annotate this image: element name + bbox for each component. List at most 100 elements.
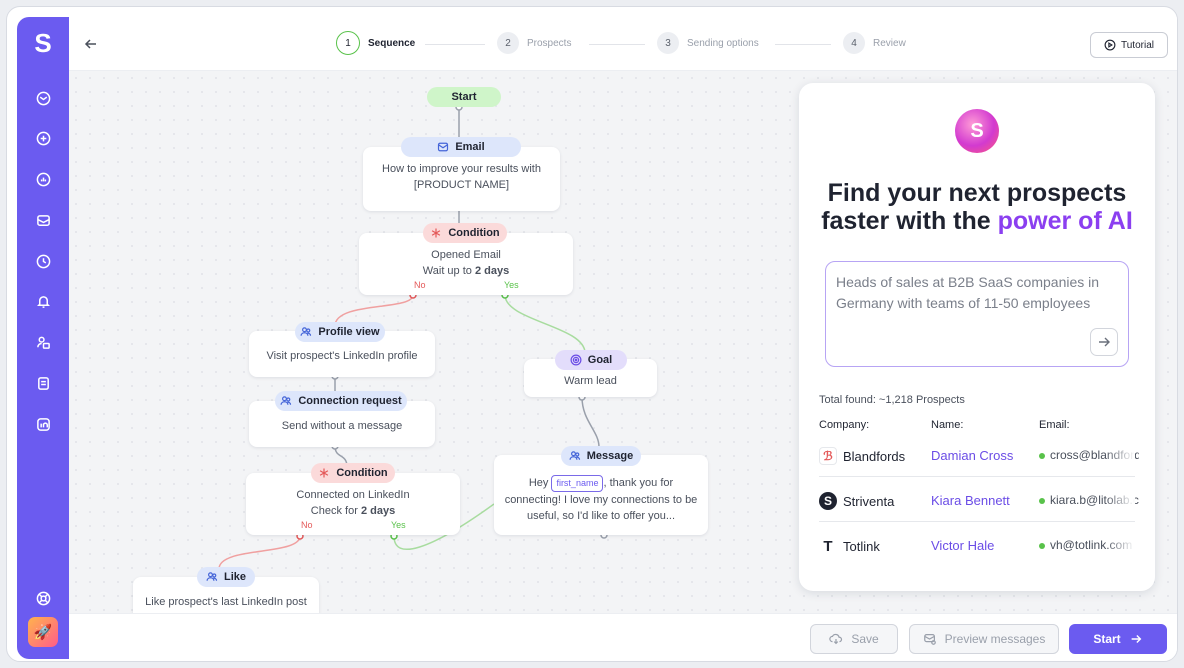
step-label: Review — [873, 37, 906, 49]
arrow-right-icon — [1131, 635, 1142, 643]
ai-orb-letter: S — [970, 120, 984, 142]
step-sequence[interactable]: 1 Sequence — [336, 31, 415, 55]
first-name-variable-chip[interactable]: first_name — [551, 475, 604, 492]
condition-text-line1: Opened Email — [431, 249, 501, 261]
step-prospects[interactable]: 2 Prospects — [497, 32, 571, 54]
preview-messages-label: Preview messages — [944, 632, 1046, 646]
mail-icon — [438, 142, 449, 152]
inbox-upload-icon[interactable] — [30, 207, 56, 233]
email-node[interactable]: How to improve your results with [PRODUC… — [363, 147, 560, 211]
company-logo: T — [823, 537, 833, 555]
profile-view-title: Profile view — [318, 326, 380, 338]
profile-view-node[interactable]: Visit prospect's LinkedIn profile — [249, 331, 435, 377]
analytics-icon[interactable] — [30, 166, 56, 192]
save-label: Save — [851, 632, 879, 646]
company-name: Striventa — [843, 493, 895, 509]
sidebar: S 🚀 — [17, 17, 69, 659]
condition-connected-node[interactable]: Connected on LinkedIn Check for 2 days — [246, 473, 460, 535]
message-title: Message — [586, 450, 634, 462]
ai-prompt-input[interactable]: Heads of sales at B2B SaaS companies in … — [825, 261, 1129, 367]
tutorial-label: Tutorial — [1121, 39, 1154, 51]
like-header: Like — [197, 567, 255, 587]
message-node[interactable]: Hey first_name, thank you for connecting… — [494, 455, 708, 535]
headline-line2: faster with the — [821, 207, 998, 235]
message-text-line1: , thank you for — [603, 477, 674, 489]
clock-icon[interactable] — [30, 248, 56, 274]
start-label: Start — [1093, 632, 1121, 646]
users-icon — [206, 572, 218, 581]
step-label: Sending options — [687, 37, 759, 49]
like-title: Like — [223, 571, 246, 583]
column-email: Email: — [1039, 419, 1070, 431]
bottom-action-bar: Save Preview messages Start — [69, 613, 1177, 659]
condition-header: Condition — [423, 223, 507, 243]
branch-no-label: No — [301, 520, 313, 530]
app-window: S 🚀 1 Sequence 2 Prospects 3 Sending opt… — [6, 6, 1178, 662]
ai-headline: Find your next prospects faster with the… — [799, 179, 1155, 235]
mail-icon[interactable] — [30, 85, 56, 111]
goal-header: Goal — [555, 350, 627, 370]
connection-request-header: Connection request — [275, 391, 407, 411]
condition-title: Condition — [336, 467, 388, 479]
step-number: 1 — [336, 31, 360, 55]
branch-no-label: No — [414, 280, 426, 290]
bell-icon[interactable] — [30, 288, 56, 314]
condition-title: Condition — [448, 227, 500, 239]
tutorial-button[interactable]: Tutorial — [1090, 32, 1168, 58]
message-header: Message — [561, 446, 641, 466]
goal-text: Warm lead — [564, 375, 617, 387]
step-label: Sequence — [368, 37, 416, 49]
rocket-icon[interactable]: 🚀 — [28, 617, 58, 647]
like-text: Like prospect's last LinkedIn post — [145, 596, 307, 608]
email-header: Email — [401, 137, 521, 157]
preview-messages-icon — [923, 634, 936, 645]
add-circle-icon[interactable] — [30, 125, 56, 151]
asterisk-icon — [320, 468, 329, 478]
email-text-line1: How to improve your results with — [382, 163, 541, 175]
branch-yes-label: Yes — [504, 280, 519, 290]
column-company: Company: — [819, 419, 870, 431]
company-logo: ℬ — [819, 447, 837, 465]
message-text-line3: useful, so I'd like to offer you... — [526, 510, 676, 522]
app-logo[interactable]: S — [34, 28, 52, 58]
step-review[interactable]: 4 Review — [843, 32, 906, 54]
users-icon — [300, 327, 312, 336]
asterisk-icon — [432, 228, 441, 238]
target-icon — [570, 354, 582, 366]
step-number: 4 — [843, 32, 865, 54]
start-node[interactable]: Start — [427, 87, 501, 107]
save-button[interactable]: Save — [810, 624, 898, 654]
step-sending-options[interactable]: 3 Sending options — [657, 32, 759, 54]
arrow-right-icon — [1099, 337, 1110, 347]
start-button[interactable]: Start — [1069, 624, 1167, 654]
back-arrow-icon[interactable] — [83, 36, 99, 52]
message-greeting: Hey — [528, 477, 549, 489]
linkedin-icon[interactable] — [30, 411, 56, 437]
notes-icon[interactable] — [30, 370, 56, 396]
column-name: Name: — [931, 419, 964, 431]
profile-view-header: Profile view — [295, 322, 385, 342]
prospect-name: Damian Cross — [931, 448, 1014, 463]
company-name: Blandfords — [843, 448, 906, 464]
connection-request-text: Send without a message — [281, 420, 403, 432]
play-icon — [1104, 39, 1116, 51]
users-icon — [280, 396, 292, 405]
cloud-save-icon — [829, 633, 843, 645]
support-icon[interactable] — [30, 585, 56, 611]
condition-opened-email-node[interactable]: Opened Email Wait up to 2 days — [359, 233, 573, 295]
email-text-line2: [PRODUCT NAME] — [413, 179, 510, 191]
contacts-icon[interactable] — [30, 329, 56, 355]
preview-messages-button[interactable]: Preview messages — [909, 624, 1059, 654]
ai-prospect-panel: S Find your next prospects faster with t… — [799, 83, 1155, 591]
condition-text-prefix: Check for — [310, 505, 361, 517]
company-name: Totlink — [843, 538, 880, 554]
condition-wait-value: 2 days — [474, 265, 510, 277]
submit-prompt-button[interactable] — [1090, 328, 1118, 356]
headline-line1: Find your next prospects — [827, 179, 1127, 207]
total-found: Total found: ~1,218 Prospects — [819, 394, 965, 406]
message-text-line2: connecting! I love my connections to be — [504, 494, 698, 506]
prospect-name: Victor Hale — [931, 538, 995, 553]
